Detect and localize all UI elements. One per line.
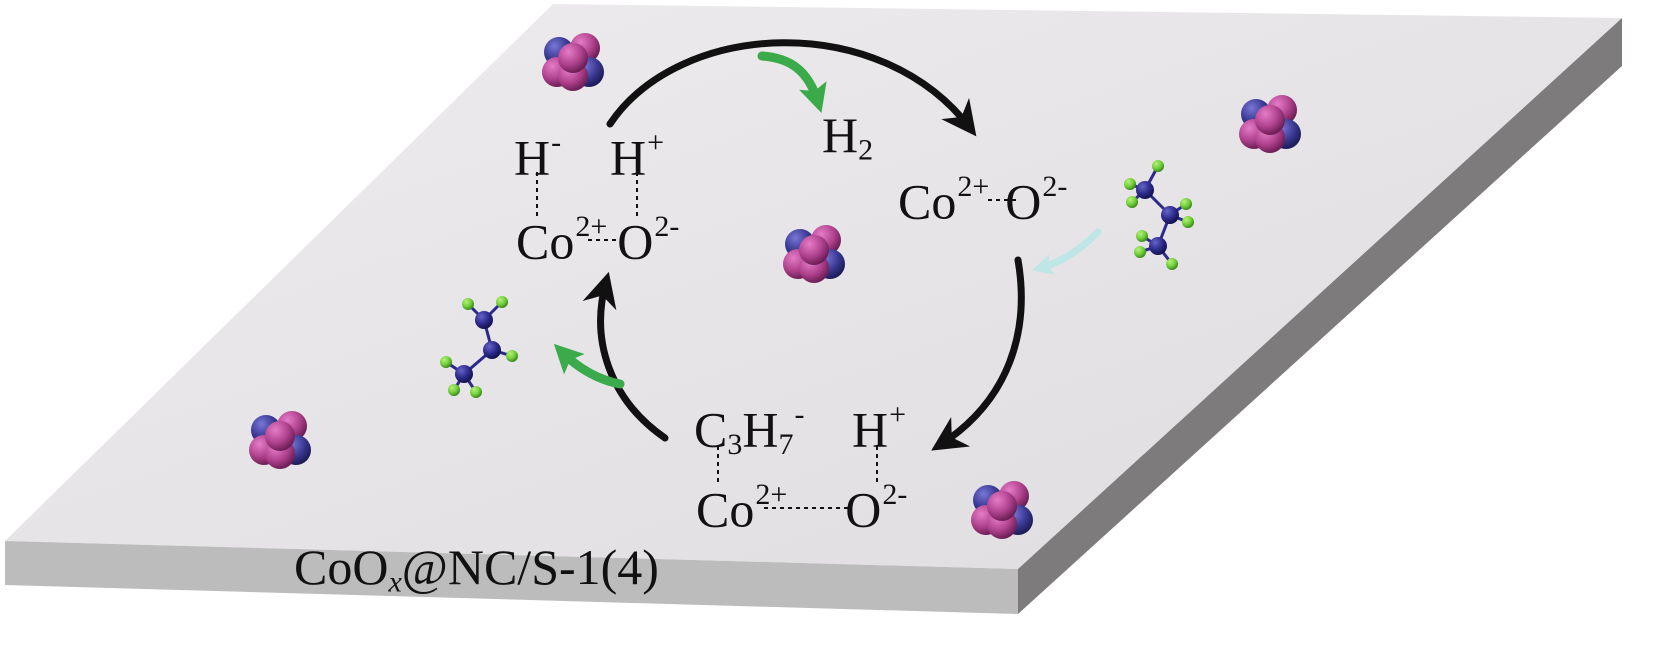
label-hydride: H-	[514, 126, 562, 186]
plate-side-face	[1018, 18, 1622, 614]
label-co-o-top-right: Co2+O2-	[898, 170, 1068, 230]
propylene-molecule-icon	[440, 296, 518, 398]
propane-adsorption-arrow	[1031, 228, 1102, 275]
label-propyl: C3H7-	[694, 398, 805, 461]
plate-front-face	[5, 541, 1018, 614]
cycle-arrow-right	[931, 256, 1025, 451]
label-proton-bottom: H+	[852, 398, 907, 458]
cluster-icon	[542, 33, 604, 91]
h2-release-arrow	[757, 51, 827, 113]
cycle-arrow-top	[606, 39, 977, 137]
label-co-o-top-left: Co2+O2-	[516, 210, 680, 270]
propane-molecule-icon	[1124, 160, 1194, 270]
flow-arrows	[553, 51, 1102, 389]
cluster-icon	[971, 481, 1033, 539]
cycle-arrow-left	[582, 271, 669, 442]
surface-label: CoOx@NC/S-1(4)	[294, 539, 659, 599]
plate-top-face	[5, 4, 1622, 569]
support-plate	[5, 4, 1622, 614]
cluster-icon	[1239, 95, 1301, 153]
label-proton-top: H+	[610, 126, 665, 186]
propylene-release-arrow	[553, 343, 625, 389]
cluster-icon	[783, 225, 845, 283]
cluster-icon	[249, 411, 311, 469]
bond-lines	[536, 172, 1016, 509]
label-h2: H2	[822, 107, 874, 167]
label-co-o-bottom: Co2+O2-	[696, 478, 908, 538]
cycle-arrows	[582, 39, 1025, 451]
